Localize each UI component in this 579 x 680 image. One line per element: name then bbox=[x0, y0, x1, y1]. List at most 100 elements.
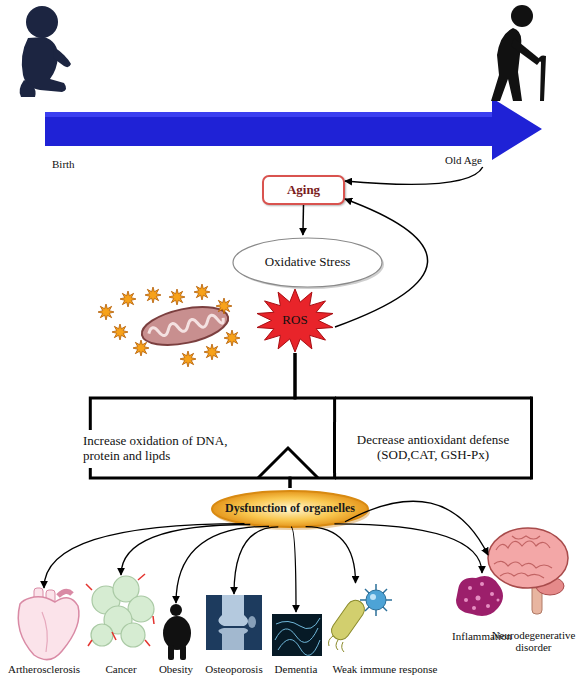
bacteria-virus-part-part bbox=[383, 589, 387, 593]
ros-sparks bbox=[98, 284, 240, 367]
disease-icon: Dementia bbox=[268, 612, 324, 676]
heart-illustration-part bbox=[18, 597, 79, 660]
knee-xray-part bbox=[248, 616, 256, 628]
disease-icon: Osteoporosis bbox=[200, 594, 268, 676]
knee-xray bbox=[206, 595, 262, 650]
knee-xray-part bbox=[218, 628, 248, 650]
mitochondrion-part bbox=[138, 300, 231, 352]
obesity-silhouette-part bbox=[163, 616, 191, 650]
bacteria-virus-part bbox=[370, 594, 376, 600]
cancer-cells-part-part bbox=[86, 584, 92, 590]
flow-arrow bbox=[302, 205, 304, 235]
cancer-cells-part-part bbox=[145, 640, 150, 646]
disease-icon: Weak immune response bbox=[326, 583, 444, 676]
inflammation-blob-part-part bbox=[464, 598, 468, 602]
curved-arrow bbox=[176, 526, 269, 603]
bacteria-virus-part-part bbox=[365, 589, 369, 593]
old-man-silhouette-part bbox=[511, 38, 541, 65]
ros-sparks-part bbox=[112, 324, 128, 340]
curved-arrow bbox=[44, 524, 245, 588]
bacteria-virus-part bbox=[328, 597, 368, 643]
bacteria-virus-part-part bbox=[360, 599, 366, 601]
inflammation-blob bbox=[456, 576, 503, 616]
bracket-line bbox=[90, 468, 290, 488]
ros-sparks-part bbox=[145, 287, 161, 303]
old-age-figure: Old Age bbox=[440, 2, 562, 167]
node-text: Weak immune response bbox=[326, 663, 444, 676]
effect-box: Decrease antioxidant defense (SOD,CAT, G… bbox=[333, 422, 533, 473]
cancer-cells-part-part bbox=[153, 616, 154, 624]
node-text: Oxidative Stress bbox=[265, 255, 351, 270]
old-man-silhouette-part bbox=[538, 56, 546, 102]
ros-sparks-part bbox=[180, 351, 196, 367]
baby-silhouette-part bbox=[53, 47, 71, 67]
bacteria-virus-part-part bbox=[365, 607, 369, 611]
outcome-ellipse: Dysfunction of organelles bbox=[210, 488, 370, 530]
node-text: Obesity bbox=[152, 663, 200, 676]
bacteria-virus bbox=[328, 584, 392, 652]
ros-sparks-part bbox=[204, 344, 220, 360]
bacteria-virus-part bbox=[329, 636, 345, 652]
obesity-silhouette-part bbox=[170, 604, 182, 616]
ros-sparks-part bbox=[216, 298, 232, 314]
neuron-texture-part bbox=[272, 614, 322, 656]
timeline-arrow bbox=[45, 98, 542, 160]
baby-silhouette bbox=[20, 6, 71, 97]
inflammation-blob-part-part bbox=[476, 596, 481, 601]
effect-text-box: Increase oxidation of DNA, protein and l… bbox=[83, 430, 228, 468]
process-box: Aging bbox=[262, 175, 345, 205]
neuron-texture bbox=[272, 614, 322, 656]
disease-icon: Artherosclerosis bbox=[0, 588, 88, 676]
bracket-extension bbox=[258, 397, 532, 480]
bracket-line bbox=[295, 353, 335, 422]
obesity-silhouette-part bbox=[168, 645, 174, 660]
node-text: Dysfunction of organelles bbox=[225, 502, 355, 516]
node-text: Artherosclerosis bbox=[0, 663, 88, 676]
node-text: Increase oxidation of DNA, protein and l… bbox=[83, 434, 228, 464]
state-ellipse: Oxidative Stress bbox=[230, 235, 385, 290]
bacteria-virus-part-part bbox=[386, 599, 392, 601]
obesity-silhouette bbox=[163, 604, 191, 660]
cancer-cells-part-part bbox=[112, 632, 116, 640]
old-man-silhouette-part bbox=[511, 5, 533, 27]
disease-icon: Obesity bbox=[152, 603, 200, 676]
curved-arrow bbox=[334, 524, 482, 573]
node-text: Osteoporosis bbox=[200, 663, 268, 676]
feedback-arrow bbox=[335, 199, 428, 327]
node-text: Decrease antioxidant defense (SOD,CAT, G… bbox=[344, 433, 522, 463]
cancer-cells-part bbox=[91, 624, 113, 646]
baby-silhouette-part bbox=[26, 6, 58, 38]
timeline-highlight bbox=[45, 112, 492, 117]
heart-illustration-part bbox=[42, 612, 47, 652]
curved-arrow bbox=[234, 527, 278, 594]
disease-icon: Cancer bbox=[88, 575, 154, 676]
bracket-extension-part bbox=[335, 397, 532, 400]
old-man-silhouette bbox=[491, 5, 546, 101]
bracket-line bbox=[90, 353, 295, 430]
ros-sparks-part bbox=[133, 340, 149, 356]
inflammation-blob-part bbox=[464, 582, 500, 610]
bacteria-virus-part-part bbox=[383, 607, 387, 611]
neuron-texture-part bbox=[275, 618, 320, 655]
bracket-line bbox=[290, 473, 335, 488]
node-text: ROS bbox=[282, 313, 307, 328]
disease-icon: Neurodegenerative disorder bbox=[488, 522, 579, 654]
inflammation-blob-part-part bbox=[490, 592, 494, 596]
ros-sparks-part bbox=[120, 291, 136, 307]
baby-silhouette-part bbox=[20, 80, 36, 97]
node-text: Dementia bbox=[268, 663, 324, 676]
obesity-silhouette-part bbox=[180, 645, 186, 660]
curved-arrow bbox=[345, 167, 483, 184]
inflammation-blob-part-part bbox=[480, 582, 484, 586]
brain-illustration-part bbox=[488, 528, 568, 588]
inflammation-blob-part-part bbox=[486, 604, 490, 608]
bracket-extension-part bbox=[258, 448, 318, 478]
bacteria-virus-part bbox=[360, 584, 392, 616]
brain-illustration-part bbox=[494, 536, 552, 578]
node-text: Old Age bbox=[445, 154, 482, 167]
bacteria-virus-part-part bbox=[328, 597, 368, 643]
mitochondrion-part bbox=[148, 313, 224, 339]
